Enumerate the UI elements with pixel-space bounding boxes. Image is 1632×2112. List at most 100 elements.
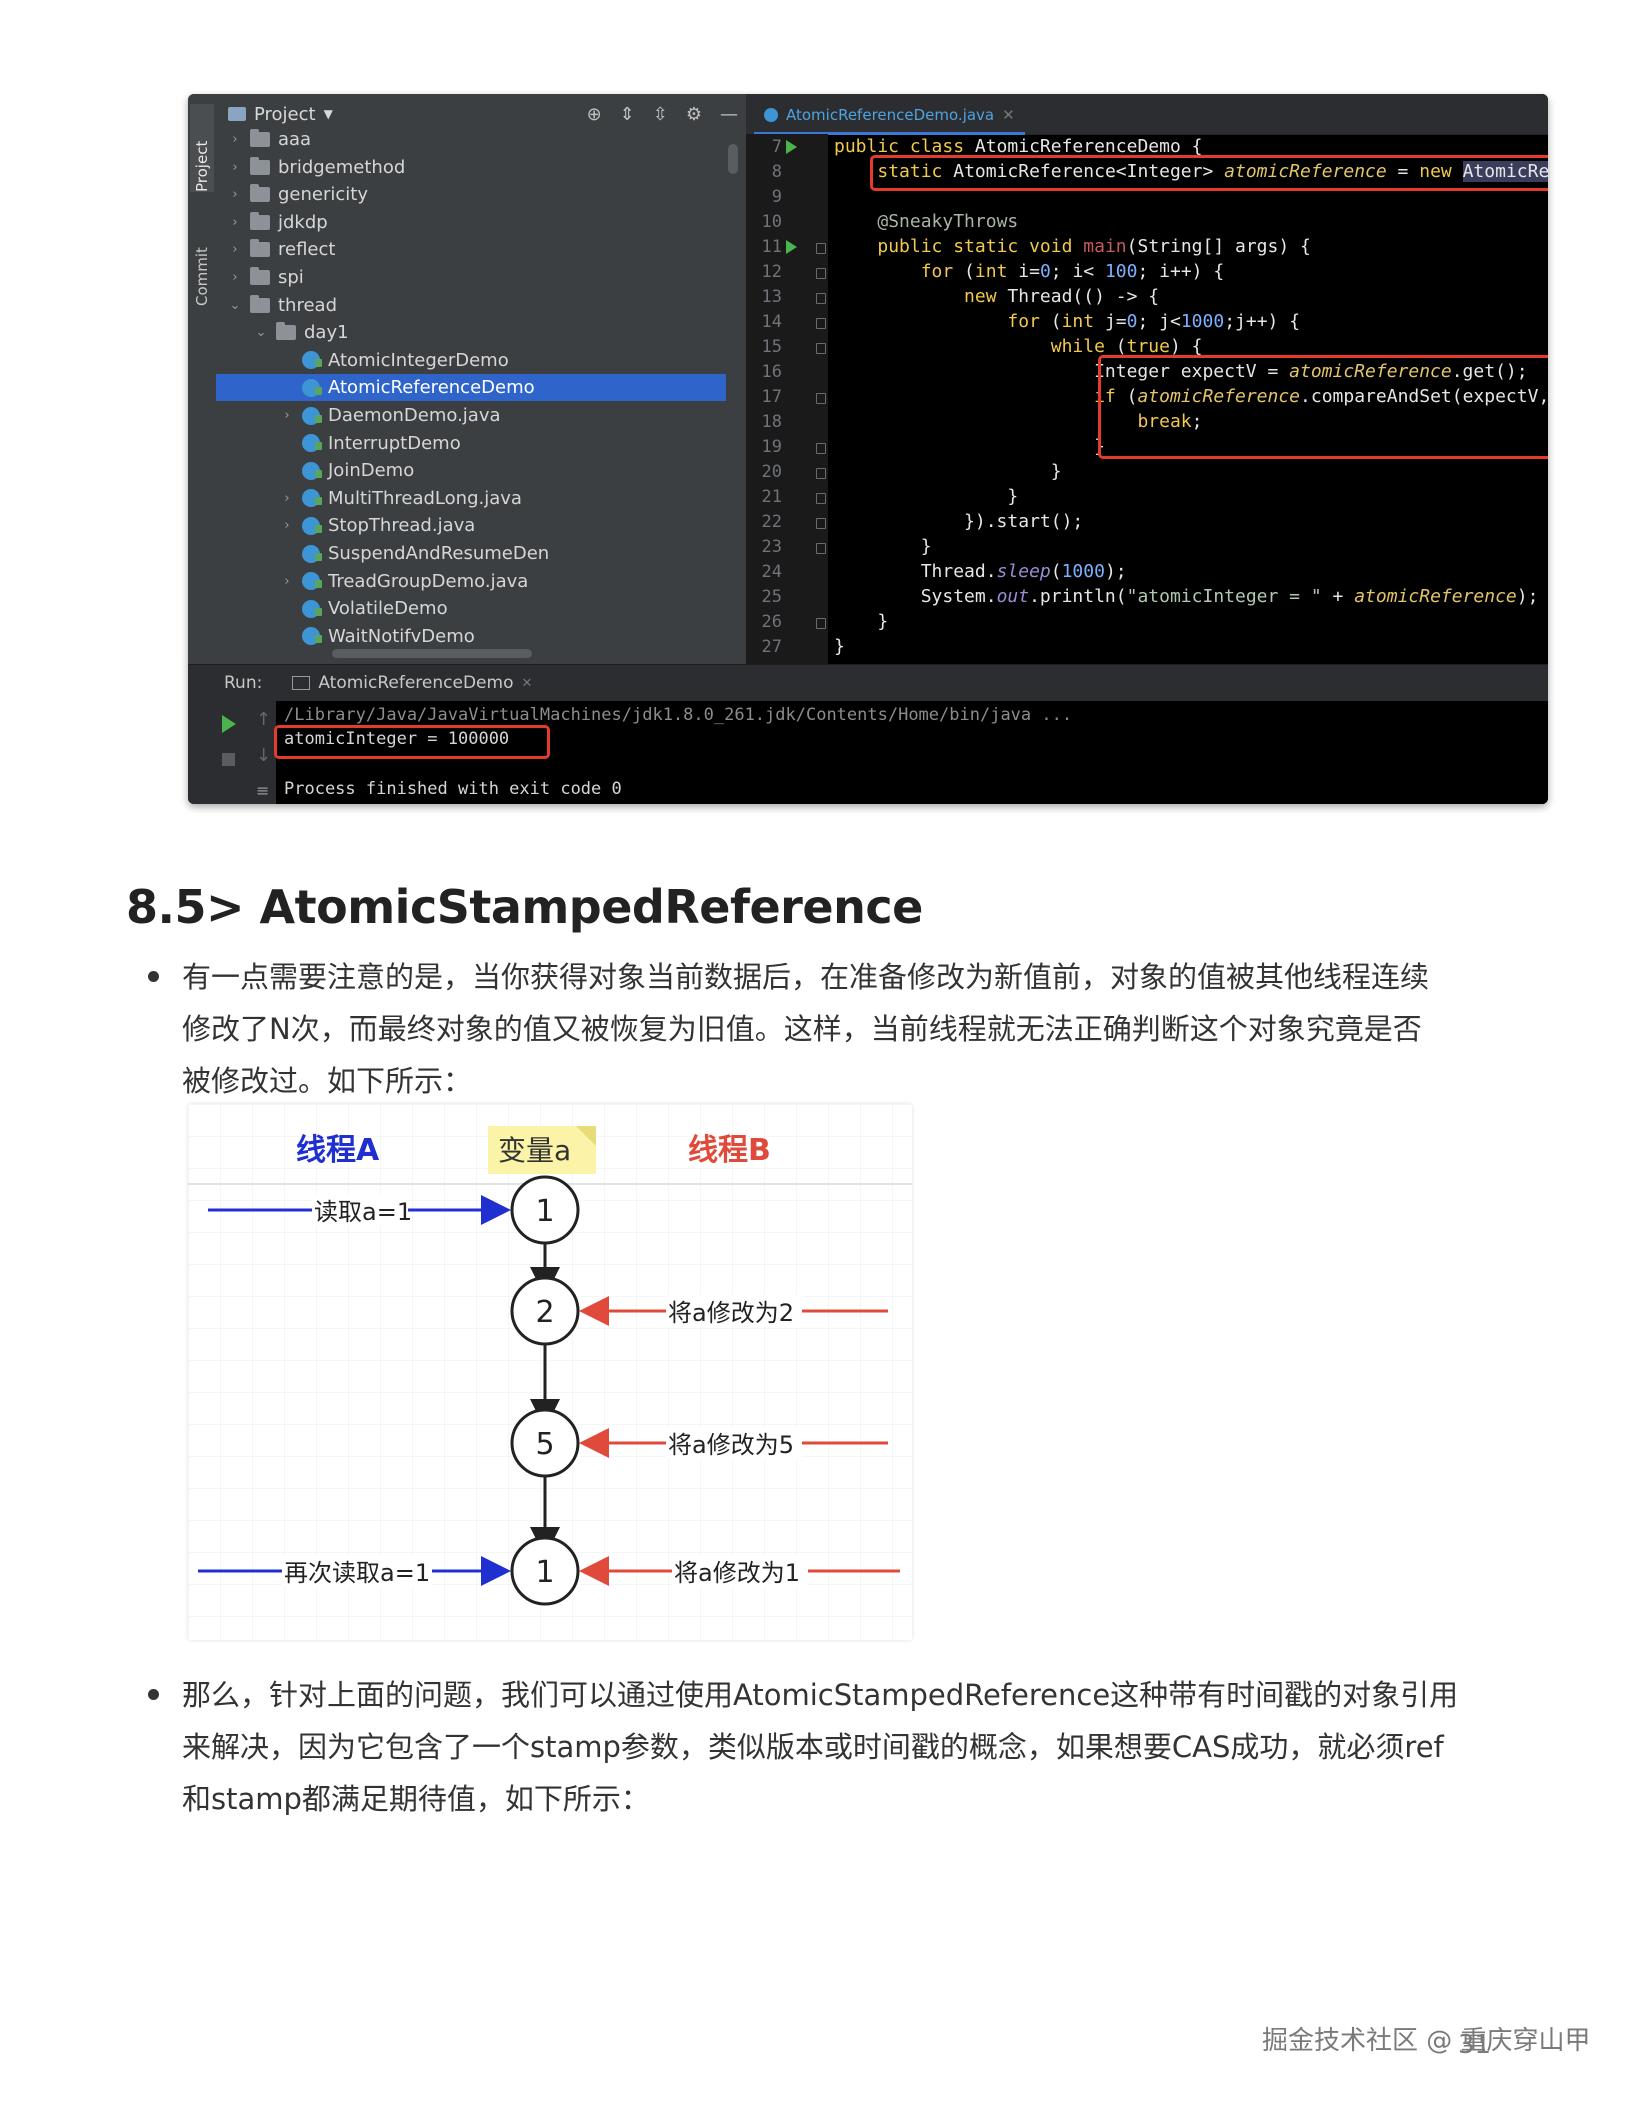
code-line: Integer expectV = atomicReference.get();	[834, 361, 1528, 382]
fold-marker-icon[interactable]	[816, 543, 826, 554]
java-class-icon	[302, 489, 322, 508]
close-icon[interactable]: ✕	[521, 675, 533, 691]
tree-item[interactable]: ›genericity	[216, 181, 726, 208]
run-config-tab[interactable]: AtomicReferenceDemo ✕	[292, 673, 532, 693]
java-class-icon	[302, 544, 322, 563]
rerun-icon[interactable]	[222, 715, 236, 733]
chevron-right-icon[interactable]: ›	[232, 214, 238, 230]
tree-item[interactable]: › TreadGroupDemo.java	[216, 568, 726, 595]
tool-window-strip: Project Commit	[188, 94, 217, 664]
code-area[interactable]: public class AtomicReferenceDemo { stati…	[834, 134, 1548, 664]
chevron-right-icon[interactable]: ›	[232, 242, 238, 258]
tree-item-label: AtomicReferenceDemo	[328, 377, 535, 399]
fold-marker-icon[interactable]	[816, 618, 826, 629]
tree-item[interactable]: ›jdkdp	[216, 209, 726, 236]
tree-horizontal-scrollbar[interactable]	[332, 649, 532, 658]
project-toolbar: ⊕ ⇕ ⇳ ⚙ —	[587, 94, 738, 134]
tree-item[interactable]: VolatileDemo	[216, 595, 726, 622]
fold-marker-icon[interactable]	[816, 393, 826, 404]
tree-item[interactable]: ›spi	[216, 264, 726, 291]
tree-item[interactable]: InterruptDemo	[216, 430, 726, 457]
line-number: 26	[761, 612, 782, 632]
bullet-dot	[148, 971, 159, 982]
tree-item-label: TreadGroupDemo.java	[328, 570, 529, 592]
gear-icon[interactable]: ⚙	[685, 103, 702, 125]
fold-marker-icon[interactable]	[816, 343, 826, 354]
project-tool-tab[interactable]: Project	[190, 104, 214, 192]
up-arrow-icon[interactable]: ↑	[256, 709, 272, 730]
tree-item-label: WaitNotifvDemo	[328, 625, 475, 647]
node-value: 1	[535, 1194, 554, 1229]
tree-item[interactable]: SuspendAndResumeDen	[216, 540, 726, 567]
fold-marker-icon[interactable]	[816, 518, 826, 529]
code-line: for (int j=0; j<1000;j++) {	[1007, 311, 1301, 332]
diagram-canvas: 线程A 变量a 线程B 1 2 5 1 读取a=1 再次读取a=1 将a修改为2…	[188, 1104, 912, 1640]
console-output[interactable]: /Library/Java/JavaVirtualMachines/jdk1.8…	[274, 701, 1548, 804]
tree-item[interactable]: ›reflect	[216, 236, 726, 263]
chevron-down-icon[interactable]: ⌄	[255, 325, 267, 341]
tree-item[interactable]: ›StopThread.java	[216, 512, 726, 539]
tree-item[interactable]: AtomicReferenceDemo	[216, 374, 726, 402]
stop-icon[interactable]	[222, 753, 235, 766]
code-line: }	[834, 486, 1019, 507]
fold-marker-icon[interactable]	[816, 443, 826, 454]
fold-marker-icon[interactable]	[816, 268, 826, 279]
highlight-box	[1098, 355, 1548, 459]
locate-icon[interactable]: ⊕	[586, 103, 602, 125]
value-node	[510, 1536, 580, 1606]
run-gutter-icon[interactable]	[786, 240, 797, 254]
chevron-down-icon[interactable]: ⌄	[229, 297, 241, 313]
thread-b-action-label: 将a修改为2	[668, 1299, 794, 1327]
highlight-box	[870, 155, 1548, 191]
tree-item[interactable]: › MultiThreadLong.java	[216, 485, 726, 512]
note-fold-corner	[576, 1126, 596, 1146]
close-icon[interactable]: ✕	[1002, 106, 1015, 124]
chevron-right-icon[interactable]: ›	[232, 270, 238, 285]
folder-icon	[250, 184, 270, 203]
text-line: 被修改过。如下所示：	[182, 1064, 473, 1098]
chevron-right-icon[interactable]: ›	[232, 187, 238, 203]
commit-tool-tab[interactable]: Commit	[193, 247, 211, 306]
tree-item[interactable]: ⌄thread	[216, 292, 726, 319]
chevron-right-icon[interactable]: ›	[284, 490, 290, 506]
fold-marker-icon[interactable]	[816, 243, 826, 254]
hide-icon[interactable]: —	[720, 103, 738, 125]
thread-b-header: 线程B	[688, 1133, 771, 1168]
java-class-icon	[764, 108, 778, 122]
code-line: }	[834, 436, 1105, 457]
chevron-right-icon[interactable]: ›	[284, 573, 290, 589]
fold-marker-icon[interactable]	[816, 293, 826, 304]
fold-marker-icon[interactable]	[816, 468, 826, 479]
down-arrow-icon[interactable]: ↓	[256, 745, 272, 766]
tree-item[interactable]: ⌄day1	[216, 319, 726, 346]
wrap-icon[interactable]: ≡	[256, 781, 270, 800]
line-number: 15	[761, 337, 782, 357]
tree-item[interactable]: ›aaa	[216, 126, 726, 153]
console-line: Process finished with exit code 0	[284, 779, 622, 799]
fold-marker-icon[interactable]	[816, 493, 826, 504]
code-line: static AtomicReference<Integer> atomicRe…	[834, 159, 1548, 184]
java-class-icon	[302, 406, 322, 425]
tree-item[interactable]: ›bridgemethod	[216, 154, 726, 181]
chevron-right-icon[interactable]: ›	[232, 159, 238, 175]
chevron-right-icon[interactable]: ›	[284, 408, 290, 423]
run-gutter-icon[interactable]	[786, 140, 797, 154]
project-view-selector[interactable]: Project ▼	[228, 104, 333, 125]
label-backdrop	[672, 1555, 808, 1587]
tree-vertical-scrollbar[interactable]	[728, 144, 738, 174]
text-line: 那么，针对上面的问题，我们可以通过使用AtomicStampedReferenc…	[182, 1678, 1459, 1712]
tree-item-label: MultiThreadLong.java	[328, 487, 522, 509]
code-line: while (true) {	[1050, 336, 1203, 357]
editor-tab[interactable]: AtomicReferenceDemo.java ✕	[754, 98, 1025, 135]
tree-item[interactable]: JoinDemo	[216, 457, 726, 484]
fold-marker-icon[interactable]	[816, 318, 826, 329]
project-panel-header: Project ▼ ⊕ ⇕ ⇳ ⚙ —	[216, 94, 746, 134]
chevron-right-icon[interactable]: ›	[232, 132, 238, 147]
tree-item[interactable]: AtomicIntegerDemo	[216, 347, 726, 374]
tree-item-label: AtomicIntegerDemo	[328, 349, 509, 371]
chevron-right-icon[interactable]: ›	[284, 518, 290, 534]
tree-item[interactable]: WaitNotifvDemo	[216, 623, 726, 650]
expand-all-icon[interactable]: ⇕	[619, 103, 635, 125]
collapse-all-icon[interactable]: ⇳	[652, 103, 668, 125]
tree-item[interactable]: ›DaemonDemo.java	[216, 402, 726, 429]
